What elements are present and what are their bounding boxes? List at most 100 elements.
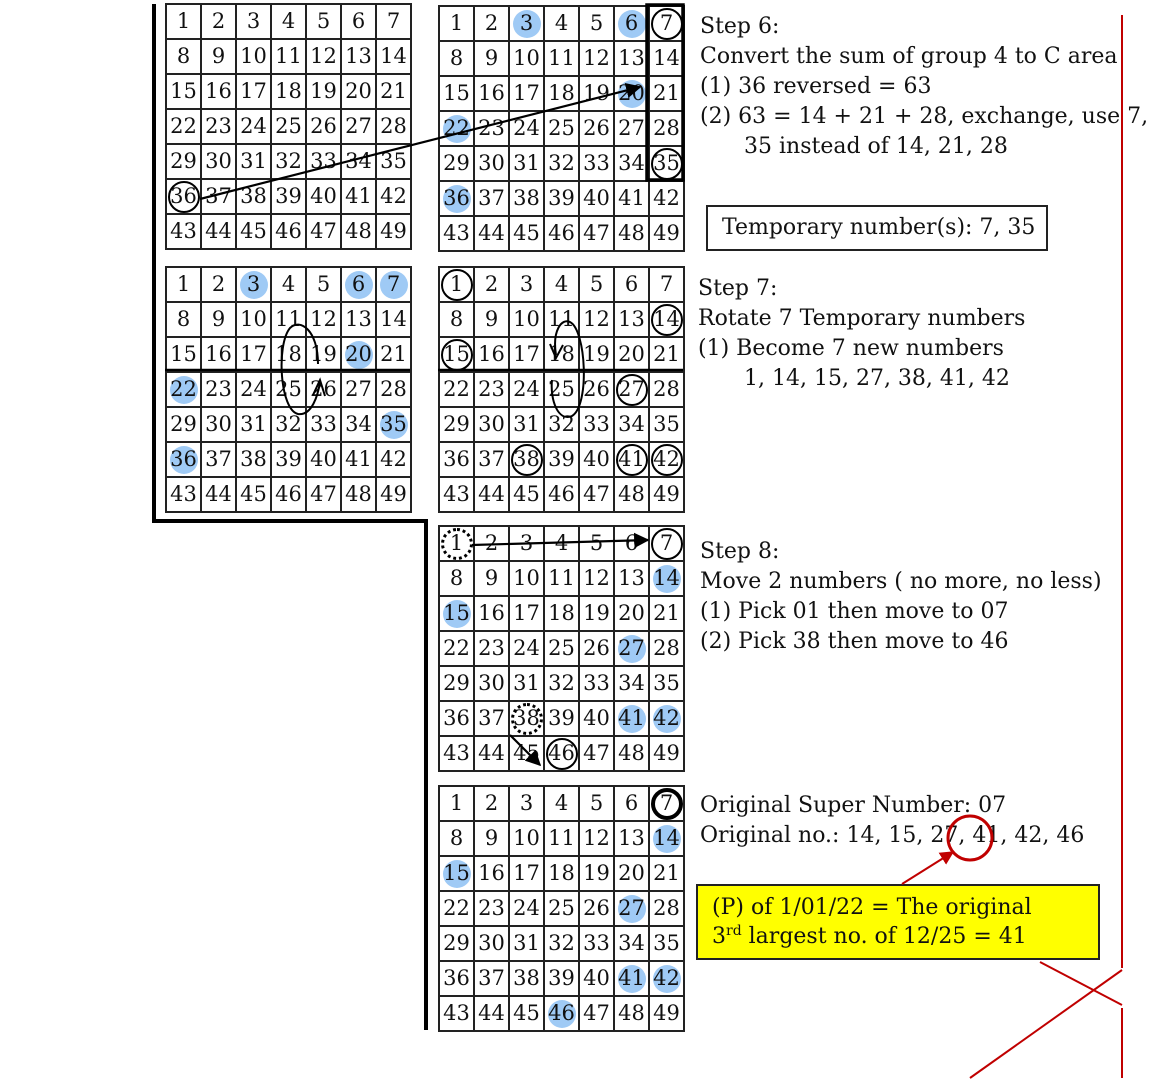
grid-cell: 9: [474, 302, 509, 337]
grid-cell: 45: [509, 216, 544, 251]
grid-cell-number: 33: [583, 151, 610, 175]
grid-cell-number: 7: [659, 272, 674, 296]
grid-cell-number: 5: [316, 272, 331, 296]
grid-cell: 22: [166, 372, 201, 407]
grid-cell-number: 48: [618, 482, 645, 506]
rotation-arrowhead-right: [549, 343, 564, 361]
grid-cell-number: 23: [205, 114, 232, 138]
grid-cell-number: 22: [443, 377, 470, 401]
grid-cell-number: 6: [624, 272, 639, 296]
grid-cell-number: 13: [618, 46, 645, 70]
rotation-curve-left: [280, 323, 321, 416]
grid-cell: 19: [306, 74, 341, 109]
grid-cell-number: 44: [478, 482, 505, 506]
grid-cell-number: 9: [211, 307, 226, 331]
grid-cell: 17: [509, 76, 544, 111]
grid-cell: 10: [509, 821, 544, 856]
grid-cell: 49: [376, 214, 411, 249]
grid-cell: 40: [306, 179, 341, 214]
grid-cell: 30: [474, 407, 509, 442]
grid-cell: 38: [236, 179, 271, 214]
grid-cell: 18: [271, 74, 306, 109]
grid-cell-number: 33: [310, 412, 337, 436]
grid-cell-number: 12: [583, 307, 610, 331]
grid-cell-number: 42: [653, 186, 680, 210]
grid-cell: 33: [579, 926, 614, 961]
grid-cell-number: 17: [513, 81, 540, 105]
grid-cell-number: 38: [513, 966, 540, 990]
red-diagonal-2: [969, 969, 1123, 1079]
grid-cell-number: 13: [345, 44, 372, 68]
grid-cell-number: 28: [380, 114, 407, 138]
grid-cell: 11: [544, 821, 579, 856]
grid-cell: 22: [439, 891, 474, 926]
grid-cell: 43: [166, 214, 201, 249]
grid-cell-number: 47: [310, 219, 337, 243]
grid-cell: 10: [236, 39, 271, 74]
grid-cell: 4: [271, 4, 306, 39]
grid-cell: 39: [271, 442, 306, 477]
grid-cell: 35: [376, 144, 411, 179]
grid-cell-number: 45: [513, 221, 540, 245]
grid-cell-number: 31: [240, 149, 267, 173]
grid-cell: 18: [544, 856, 579, 891]
grid-cell: 10: [509, 561, 544, 596]
grid-cell: 49: [649, 996, 684, 1031]
grid-cell-number: 49: [653, 221, 680, 245]
grid-cell: 23: [201, 372, 236, 407]
grid-cell-number: 1: [176, 272, 191, 296]
grid-cell: 12: [579, 302, 614, 337]
grid-cell: 10: [509, 41, 544, 76]
grid-cell-number: 45: [513, 1001, 540, 1025]
red-diagonal-1: [1039, 961, 1123, 1006]
grid-cell: 1: [439, 526, 474, 561]
grid-cell-number: 16: [478, 601, 505, 625]
grid-cell-number: 40: [583, 966, 610, 990]
grid-cell: 8: [166, 302, 201, 337]
arrow-01-to-07: [471, 532, 650, 549]
grid-cell: 30: [474, 926, 509, 961]
grid-cell-number: 48: [345, 482, 372, 506]
grid-cell: 36: [439, 181, 474, 216]
grid-cell-number: 17: [513, 861, 540, 885]
grid-cell-number: 1: [449, 11, 464, 35]
grid-cell-number: 3: [246, 272, 261, 296]
grid-cell: 48: [614, 996, 649, 1031]
grid-cell: 32: [271, 144, 306, 179]
grid-cell-number: 30: [205, 149, 232, 173]
grid-cell: 32: [544, 407, 579, 442]
grid-cell: 32: [544, 146, 579, 181]
grid-cell-number: 44: [478, 1001, 505, 1025]
grid-cell: 17: [509, 596, 544, 631]
grid-cell: 44: [201, 214, 236, 249]
grid-cell: 48: [341, 214, 376, 249]
grid-cell-number: 25: [548, 896, 575, 920]
grid-cell: 46: [544, 216, 579, 251]
grid-cell: 42: [649, 961, 684, 996]
grid-cell: 24: [236, 109, 271, 144]
grid-cell-number: 28: [653, 377, 680, 401]
grid-cell-number: 27: [345, 114, 372, 138]
grid-cell: 7: [376, 267, 411, 302]
grid-cell: 31: [509, 146, 544, 181]
grid-cell-number: 23: [205, 377, 232, 401]
grid-cell-number: 28: [653, 116, 680, 140]
grid-cell-number: 42: [653, 966, 680, 990]
grid-cell-number: 32: [548, 151, 575, 175]
step8-title: Step 8:: [700, 539, 780, 564]
grid-cell: 14: [376, 302, 411, 337]
grid-cell-number: 2: [211, 9, 226, 33]
grid-cell-number: 28: [653, 896, 680, 920]
grid-cell-number: 47: [583, 221, 610, 245]
grid-cell-number: 34: [618, 931, 645, 955]
grid-cell-number: 27: [618, 116, 645, 140]
grid-cell: 43: [439, 736, 474, 771]
grid-cell-number: 39: [275, 447, 302, 471]
grid-cell-number: 46: [275, 219, 302, 243]
yellow-note-line1: (P) of 1/01/22 = The original: [712, 895, 1032, 920]
grid-cell: 4: [544, 786, 579, 821]
grid-cell-number: 48: [618, 741, 645, 765]
grid-cell-number: 41: [345, 184, 372, 208]
grid-cell-number: 24: [513, 377, 540, 401]
